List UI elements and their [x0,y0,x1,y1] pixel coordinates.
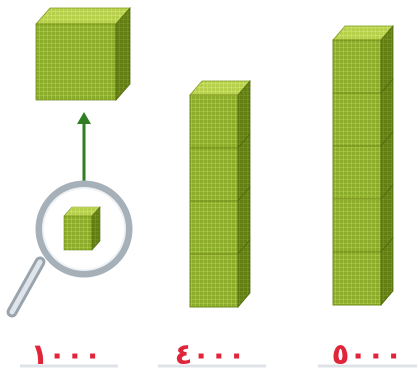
label-4000: ٤٠٠٠ [174,337,246,371]
cube [189,132,251,203]
small-cube [63,206,101,251]
cube-stack-5 [332,24,394,307]
cube-stack-4 [189,79,251,309]
cube [332,77,394,148]
cube [332,183,394,254]
cube [332,236,394,307]
cube [332,24,394,95]
label-1000: ١٠٠٠ [30,337,102,371]
cube [332,130,394,201]
cube [189,79,251,150]
label-5000: ٥٠٠٠ [331,337,403,371]
thousand-cube-large [35,6,131,102]
cube [189,238,251,309]
cube [189,185,251,256]
arrow-up-icon [77,112,91,185]
